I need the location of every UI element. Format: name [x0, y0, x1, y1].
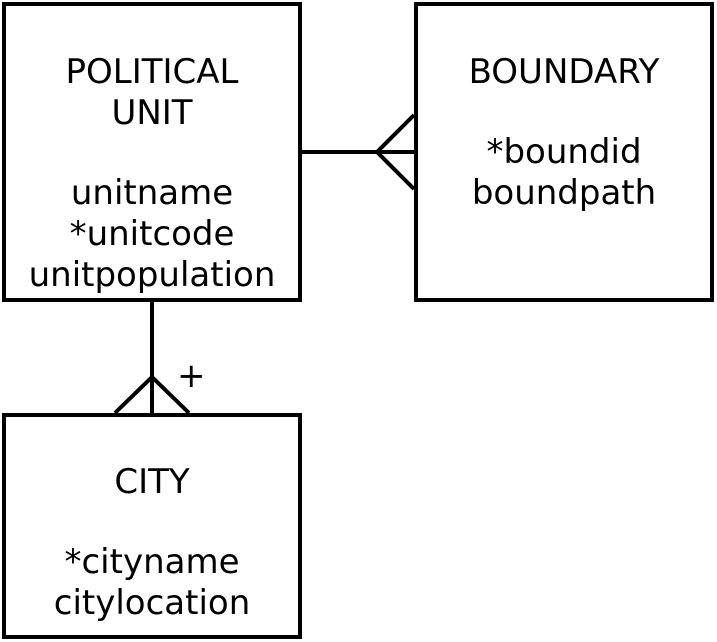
city-crowfoot-left [113, 375, 154, 415]
entity-city[interactable]: CITY *cityname citylocation [2, 413, 302, 639]
attribute-boundid: *boundid [486, 132, 642, 172]
entity-boundary[interactable]: BOUNDARY *boundid boundpath [414, 2, 714, 302]
attribute-unitpopulation: unitpopulation [28, 255, 276, 295]
city-crowfoot-right [150, 375, 191, 415]
attribute-boundpath: boundpath [471, 173, 657, 213]
relationship-unit-boundary [302, 113, 416, 191]
boundary-crowfoot-upper [375, 113, 416, 154]
attribute-unitcode: *unitcode [69, 214, 235, 254]
entity-title-line: BOUNDARY [468, 52, 660, 92]
entity-title-line: CITY [114, 462, 190, 502]
spacer [418, 93, 710, 132]
entity-title-line: UNIT [111, 93, 193, 133]
spacer [6, 503, 298, 542]
entity-political-unit[interactable]: POLITICAL UNIT unitname *unitcode unitpo… [2, 2, 302, 302]
boundary-crowfoot-lower [375, 150, 416, 191]
attribute-unitname: unitname [70, 173, 234, 213]
spacer [6, 134, 298, 173]
entity-title-line: POLITICAL [65, 52, 239, 92]
attribute-cityname: *cityname [64, 542, 240, 582]
attribute-citylocation: citylocation [53, 583, 251, 623]
relationship-label-plus: + [177, 356, 206, 396]
relationship-unit-city [113, 302, 191, 415]
